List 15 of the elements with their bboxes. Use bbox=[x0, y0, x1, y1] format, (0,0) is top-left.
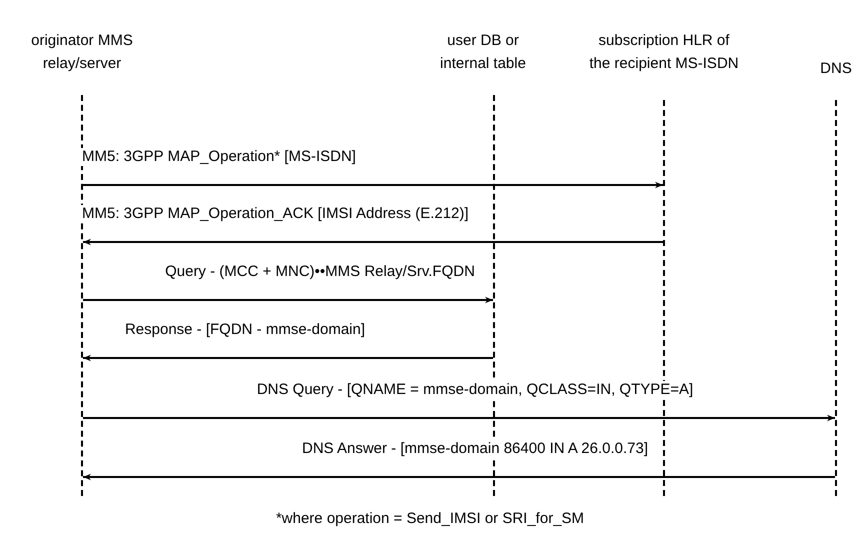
message-arrow bbox=[83, 354, 493, 362]
lifeline bbox=[835, 100, 837, 496]
message-arrow bbox=[83, 296, 493, 304]
message-arrow bbox=[83, 238, 663, 246]
edge-label: DNS Answer - [mmse-domain 86400 IN A 26.0.0.73] bbox=[300, 440, 650, 458]
message-arrow bbox=[83, 474, 835, 480]
participant-label: originator MMS relay/server bbox=[0, 29, 167, 75]
participant-label: DNS bbox=[811, 57, 861, 80]
edge-label: Query - (MCC + MNC)••MMS Relay/Srv.FQDN bbox=[163, 263, 477, 281]
message-arrow bbox=[83, 182, 663, 188]
participant-label: subscription HLR of the recipient MS-ISDN bbox=[589, 29, 739, 75]
participant-label: user DB or internal table bbox=[423, 29, 543, 75]
footnote: *where operation = Send_IMSI or SRI_for_SM bbox=[276, 510, 584, 527]
message-arrow bbox=[83, 414, 835, 422]
edge-label: MM5: 3GPP MAP_Operation* [MS-ISDN] bbox=[80, 148, 358, 166]
